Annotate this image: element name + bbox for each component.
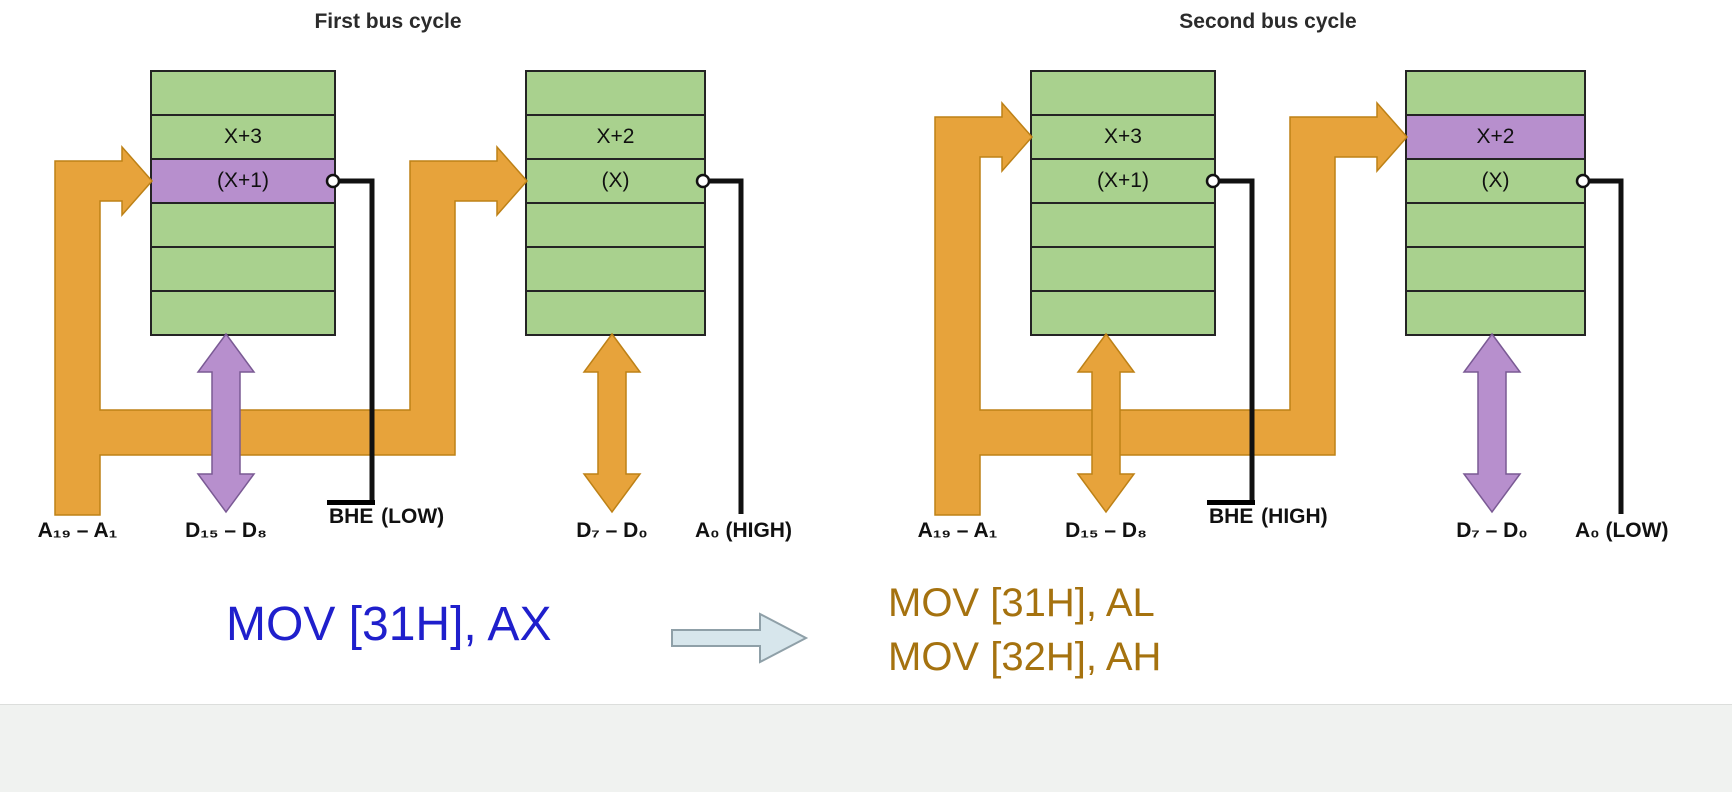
second-bus-cycle-diagram: Second bus cycle X+3 (X+1) X+2 (X) [880, 0, 1732, 565]
data-high-label: D₁₅ – D₈ [1065, 519, 1147, 542]
data-bus-low-arrow [1462, 332, 1522, 514]
memory-cell [1032, 248, 1214, 292]
memory-cell: (X) [527, 160, 704, 204]
memory-cell: X+2 [527, 116, 704, 160]
high-byte-memory-bank: X+3 (X+1) [150, 70, 336, 336]
data-low-label: D₇ – D₀ [1456, 519, 1528, 542]
source-instruction: MOV [31H], AX [226, 598, 552, 651]
memory-cell [1407, 72, 1584, 116]
memory-cell: (X+1) [1032, 160, 1214, 204]
cycle-title: First bus cycle [314, 10, 462, 33]
bhe-label: BHE (LOW) [327, 500, 445, 529]
memory-cell [1032, 72, 1214, 116]
low-byte-memory-bank: X+2 (X) [1405, 70, 1586, 336]
low-byte-memory-bank: X+2 (X) [525, 70, 706, 336]
memory-cell [152, 292, 334, 334]
bhe-state-text: (LOW) [375, 505, 445, 528]
a0-label: A₀ (LOW) [1575, 519, 1669, 542]
memory-cell [152, 248, 334, 292]
memory-cell [1032, 292, 1214, 334]
result-instruction-2: MOV [32H], AH [888, 635, 1162, 679]
memory-cell [527, 292, 704, 334]
a0-line [1589, 178, 1624, 514]
memory-cell [527, 204, 704, 248]
address-bus-label: A₁₉ – A₁ [917, 519, 998, 542]
implies-arrow-icon [671, 612, 809, 664]
memory-cell [1407, 292, 1584, 334]
data-bus-high-arrow [196, 332, 256, 514]
memory-cell: (X) [1407, 160, 1584, 204]
bhe-state-text: (HIGH) [1255, 505, 1328, 528]
result-instructions: MOV [31H], AL MOV [32H], AH [888, 576, 1161, 684]
memory-cell: X+3 [1032, 116, 1214, 160]
bhe-overlined-text: BHE [1207, 500, 1256, 528]
address-bus-label: A₁₉ – A₁ [37, 519, 118, 542]
memory-cell: X+3 [152, 116, 334, 160]
result-instruction-1: MOV [31H], AL [888, 581, 1155, 625]
right-block-arrow [671, 612, 809, 664]
memory-cell [527, 248, 704, 292]
data-bus-low-arrow [582, 332, 642, 514]
bhe-line [1219, 178, 1255, 505]
memory-cell [1032, 204, 1214, 248]
memory-cell [152, 204, 334, 248]
data-low-label: D₇ – D₀ [576, 519, 648, 542]
memory-cell [1407, 248, 1584, 292]
bhe-line [339, 178, 375, 505]
a0-label: A₀ (HIGH) [695, 519, 792, 542]
memory-cell [1407, 204, 1584, 248]
a0-line [709, 178, 744, 514]
memory-cell [152, 72, 334, 116]
bus-arrows-graphic [54, 145, 744, 516]
first-bus-cycle-diagram: First bus cycle X+3 (X+1) X+2 (X) [0, 0, 870, 565]
slide-bottom-margin [0, 704, 1732, 792]
bus-arrows-graphic [934, 101, 1624, 516]
cycle-title: Second bus cycle [1179, 10, 1357, 33]
memory-cell-highlighted: X+2 [1407, 116, 1584, 160]
bhe-label: BHE (HIGH) [1207, 500, 1328, 529]
data-high-label: D₁₅ – D₈ [185, 519, 267, 542]
memory-cell [527, 72, 704, 116]
memory-cell-highlighted: (X+1) [152, 160, 334, 204]
instruction-equation: MOV [31H], AX MOV [31H], AL MOV [32H], A… [0, 570, 1732, 700]
high-byte-memory-bank: X+3 (X+1) [1030, 70, 1216, 336]
data-bus-high-arrow [1076, 332, 1136, 514]
bhe-overlined-text: BHE [327, 500, 376, 528]
